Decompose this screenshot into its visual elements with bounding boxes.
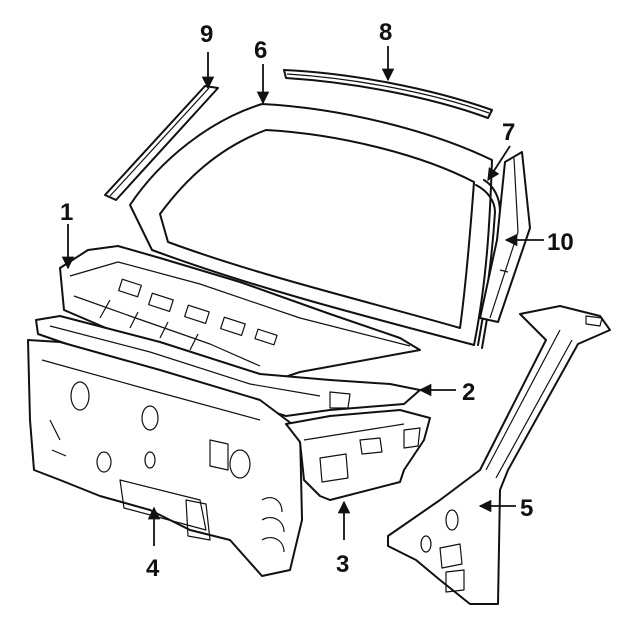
callout-4: 4 (146, 555, 160, 582)
callout-5: 5 (520, 495, 533, 522)
callout-9: 9 (200, 21, 213, 48)
callout-10: 10 (547, 229, 574, 256)
callout-7: 7 (502, 119, 515, 146)
leader-lines (61, 46, 544, 546)
callout-labels: 9 6 8 7 10 1 2 3 4 5 (60, 19, 574, 582)
part-4-dash-panel (27, 339, 303, 577)
part-8-roof-molding (283, 69, 493, 119)
part-5-pillar (387, 305, 611, 605)
part-9-pillar-molding (104, 85, 219, 201)
callout-3: 3 (336, 551, 349, 578)
part-3-bracket (285, 409, 431, 501)
callout-8: 8 (379, 19, 392, 46)
callout-6: 6 (254, 37, 267, 64)
callout-1: 1 (60, 199, 73, 226)
callout-2: 2 (462, 379, 475, 406)
